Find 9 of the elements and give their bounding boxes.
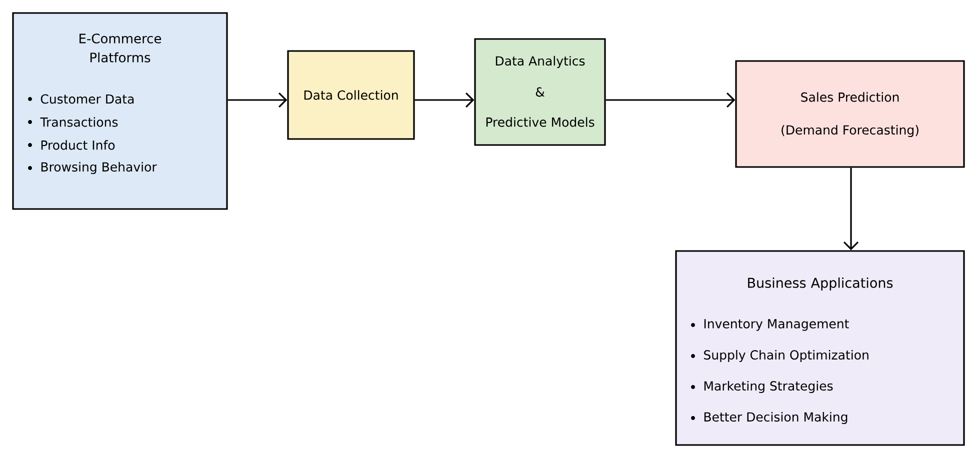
arrow bbox=[606, 92, 736, 108]
process-box: Data Collection bbox=[287, 50, 415, 140]
process-box: Business Applications Inventory Management Supply Chain Optimization Marketing Strategies Better Decision Making bbox=[675, 250, 965, 446]
arrow bbox=[843, 168, 859, 250]
arrow bbox=[414, 92, 474, 108]
arrow bbox=[228, 92, 288, 108]
process-box: E-Commerce Platforms Customer Data Transactions Product Info Browsing Behavior bbox=[12, 12, 228, 210]
process-box: Sales Prediction (Demand Forecasting) bbox=[735, 60, 965, 168]
process-box: Data Analytics & Predictive Models bbox=[474, 38, 606, 146]
